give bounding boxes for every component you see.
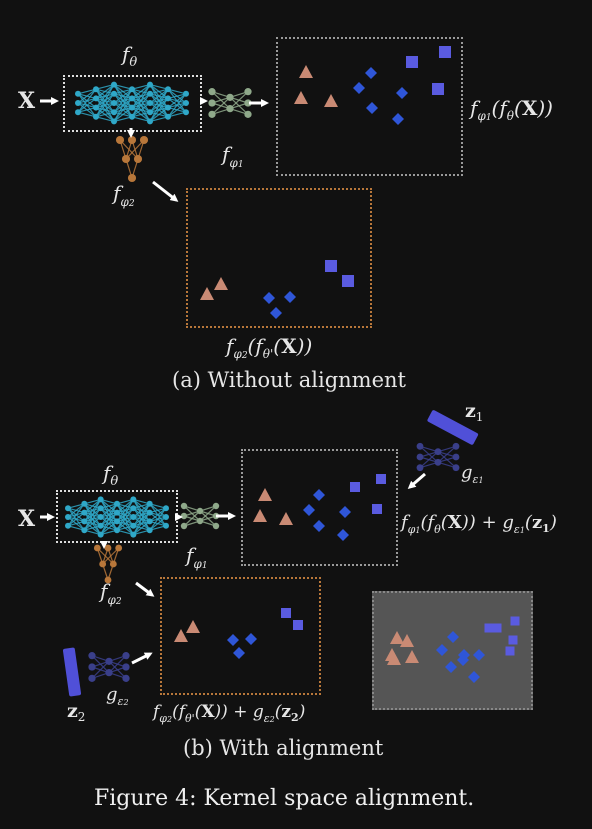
triangle-marker [186,620,200,633]
square-marker [281,608,291,618]
diamond-marker [366,102,378,114]
panel-b-output1-box [241,449,398,566]
square-marker [510,616,520,626]
diamond-marker [365,67,377,79]
arrow-head2-output2-b [135,581,155,597]
arrow-head2-output2-a [152,180,179,202]
square-marker [293,620,303,630]
triangle-marker [258,488,272,501]
panel-b-g2-label: gε2 [106,684,129,708]
panel-a-head2-label: fφ2 [113,181,135,209]
panel-b-caption: (b) With alignment [183,736,384,760]
figure-caption: Figure 4: Kernel space alignment. [94,786,475,811]
square-marker [372,504,382,514]
panel-a-output2-label: fφ2(fθ'(X)) [226,334,313,361]
square-marker [508,635,518,645]
square-marker [439,46,451,58]
triangle-marker [279,512,293,525]
diamond-marker [447,631,459,643]
panel-b-output2-box [160,577,321,695]
triangle-marker [200,287,214,300]
square-marker [492,623,502,633]
g1-network [416,442,460,472]
diamond-marker [353,82,365,94]
triangle-marker [400,634,414,647]
triangle-marker [405,650,419,663]
diamond-marker [392,113,404,125]
arrow-g2-output2-b [131,652,153,665]
panel-a-output1-label: fφ1(fθ(X)) [470,96,553,123]
triangle-marker [324,94,338,107]
triangle-marker [174,629,188,642]
diamond-marker [284,291,296,303]
diamond-marker [468,671,480,683]
diamond-marker [313,520,325,532]
head1-network-a [208,88,252,118]
square-marker [406,56,418,68]
triangle-marker [253,509,267,522]
diamond-marker [339,506,351,518]
head2-network-b [93,544,123,584]
panel-a-input-label: X [18,88,36,114]
triangle-marker [294,91,308,104]
head2-network-a [115,135,149,183]
panel-b-input-label: X [18,506,36,532]
square-marker [505,646,515,656]
panel-b-z1-label: z1 [465,400,484,424]
panel-b-head1-label: fφ1 [186,543,208,571]
encoder-network-a [75,81,189,125]
diamond-marker [270,307,282,319]
diamond-marker [303,504,315,516]
square-marker [342,275,354,287]
panel-a-encoder-label: fθ [122,42,138,70]
panel-b-output1-label: fφ1(fθ(X)) + gε1(z1) [401,512,557,536]
square-marker [484,623,494,633]
panel-a-caption: (a) Without alignment [172,368,406,392]
diamond-marker [227,634,239,646]
g2-network [88,652,130,682]
square-marker [350,482,360,492]
diamond-marker [245,633,257,645]
z1-vector [427,410,479,445]
encoder-network-b [65,496,169,538]
panel-b-encoder-label: fθ [103,461,119,489]
panel-b-z2-label: z2 [67,700,86,724]
triangle-marker [299,65,313,78]
panel-a-head1-label: fφ1 [222,142,244,170]
arrow-g1-output1-b [407,472,426,489]
square-marker [376,474,386,484]
square-marker [432,83,444,95]
diamond-marker [233,647,245,659]
panel-b-g1-label: gε1 [461,462,484,486]
diamond-marker [457,654,469,666]
panel-a-output2-box [186,188,372,328]
diamond-marker [436,644,448,656]
triangle-marker [390,631,404,644]
diamond-marker [313,489,325,501]
z2-vector [62,647,82,697]
head1-network-b [180,502,220,530]
triangle-marker [387,652,401,665]
square-marker [325,260,337,272]
diamond-marker [473,649,485,661]
diamond-marker [445,661,457,673]
panel-b-head2-label: fφ2 [100,579,122,607]
diamond-marker [263,292,275,304]
triangle-marker [214,277,228,290]
panel-b-output2-label: fφ2(fθ'(X)) + gε2(z2) [153,702,306,725]
diamond-marker [396,87,408,99]
diamond-marker [337,529,349,541]
panel-a-output1-box [276,37,463,176]
